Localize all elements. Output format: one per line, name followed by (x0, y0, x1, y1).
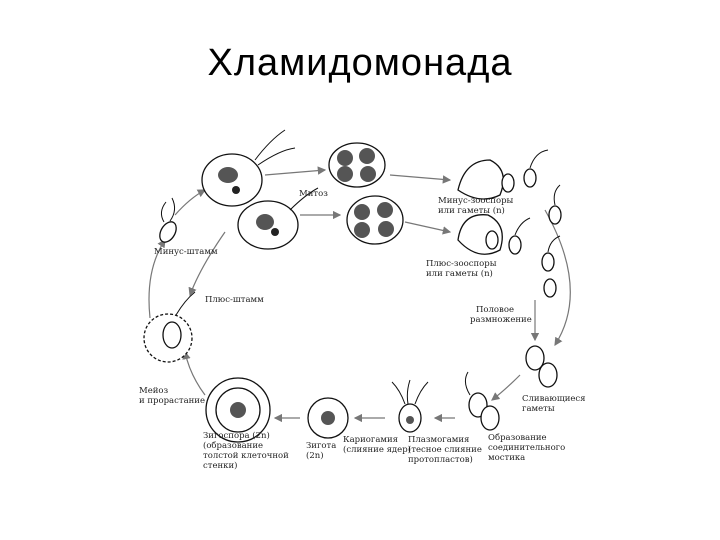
minus-zoospores (457, 149, 562, 225)
label-minus-zoospores-1: Минус-зооспоры (438, 196, 514, 206)
label-zygospore-3: толстой клеточной (203, 451, 289, 461)
plus-zoospores (457, 214, 561, 298)
vegetative-cell-plus (237, 187, 319, 250)
label-plus-strain: Плюс-штамм (205, 295, 264, 305)
vegetative-cell-minus (201, 129, 296, 207)
label-minus-zoospores-2: или гаметы (n) (438, 205, 505, 216)
label-zygote-1: Зигота (306, 441, 336, 451)
label-zygote-2: (2n) (306, 450, 324, 461)
label-sexual-2: размножение (470, 315, 532, 325)
label-plasmogamy-1: Плазмогамия (408, 435, 469, 445)
cycle-arrows (148, 166, 571, 423)
label-meiosis-2: и прорастание (139, 396, 205, 406)
label-zygospore-1: Зигоспора (2n) (203, 430, 270, 441)
label-fusing-1: Сливающиеся (522, 394, 586, 404)
label-bridge-1: Образование (488, 432, 547, 443)
label-karyogamy-1: Кариогамия (343, 435, 398, 445)
zygospore-cell (205, 377, 271, 443)
label-zygospore-2: (образование (203, 440, 263, 451)
label-meiosis-1: Мейоз (139, 386, 169, 396)
label-plus-zoospores-2: или гаметы (n) (426, 268, 493, 279)
label-plasmogamy-2: (тесное слияние (408, 444, 482, 455)
label-mitosis: Митоз (299, 189, 328, 199)
minus-strain-cell (159, 197, 177, 243)
zygote-cell (307, 397, 349, 439)
bridge-formation (464, 371, 500, 431)
label-fusing-2: гаметы (522, 404, 555, 414)
label-zygospore-4: стенки) (203, 460, 237, 471)
slide-title: Хламидомонада (207, 42, 513, 84)
mitosis-cell-minus (328, 142, 386, 188)
label-karyogamy-2: (слияние ядер) (343, 444, 411, 455)
label-bridge-3: мостика (488, 453, 525, 463)
fusing-gametes (525, 345, 558, 388)
label-minus-strain: Минус-штамм (154, 247, 218, 257)
meiosis-germinating-cell (143, 291, 196, 363)
label-plasmogamy-3: протопластов) (408, 454, 473, 465)
label-bridge-2: соединительного (488, 443, 565, 453)
label-plus-zoospores-1: Плюс-зооспоры (426, 259, 497, 269)
label-sexual-1: Половое (476, 305, 514, 315)
plasmogamy-cell (391, 379, 429, 433)
mitosis-cell-plus (346, 195, 404, 245)
